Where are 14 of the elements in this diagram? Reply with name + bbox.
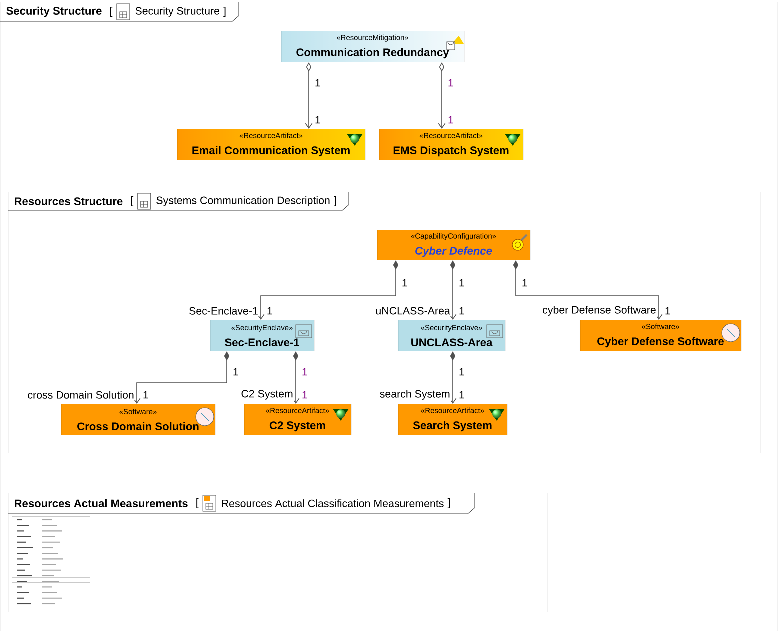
role-label: cyber Defense Software — [541, 304, 658, 318]
role-label: cross Domain Solution — [26, 390, 136, 400]
association-line — [438, 62, 446, 129]
association-line — [305, 62, 313, 129]
association-line — [513, 260, 663, 320]
association-line — [133, 352, 230, 404]
role-label: search System — [378, 388, 452, 402]
role-label: C2 System — [240, 388, 295, 402]
association-line — [449, 260, 457, 320]
role-label: Sec-Enclave-1 — [188, 306, 260, 316]
diagram-frame: Resources Actual Measurements [ Resources Actual Classification Measurements ] — [8, 492, 548, 613]
association-line — [292, 352, 300, 404]
association-line — [449, 352, 457, 404]
association-line — [257, 260, 399, 320]
